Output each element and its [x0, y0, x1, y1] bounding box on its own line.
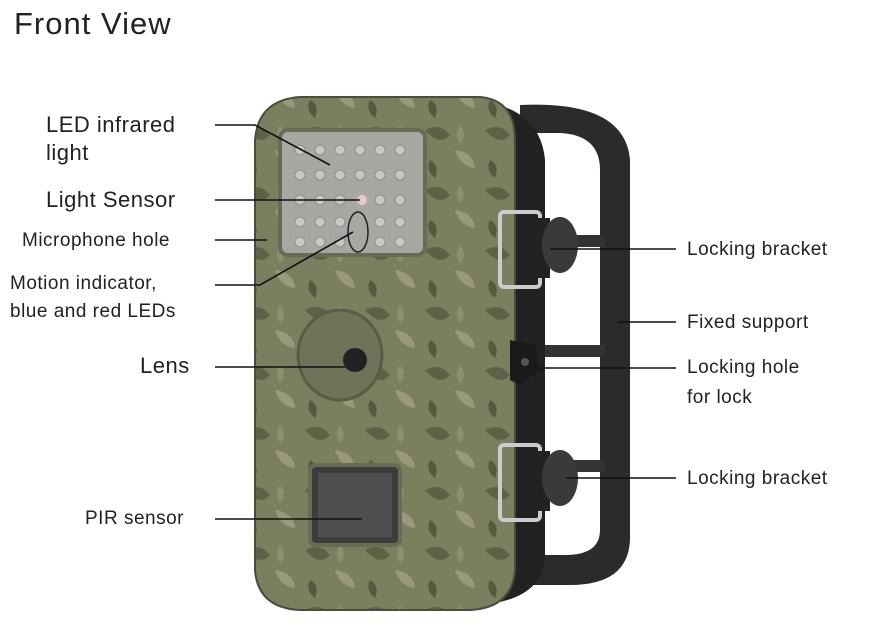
page-title: Front View	[14, 6, 172, 41]
label-line: for lock	[687, 387, 753, 408]
label-fixed-support: Fixed support	[687, 312, 809, 333]
label-motion-indicator: Motion indicator, blue and red LEDs	[10, 270, 176, 326]
label-locking-bracket-bottom: Locking bracket	[687, 468, 828, 489]
label-light-sensor: Light Sensor	[46, 187, 176, 212]
lens-housing	[296, 308, 384, 402]
label-locking-hole: Locking hole for lock	[687, 353, 800, 413]
locking-bracket-top	[498, 210, 578, 289]
lens	[343, 348, 367, 372]
label-line: Locking hole	[687, 357, 800, 378]
light-sensor	[357, 195, 367, 205]
label-line: light	[46, 140, 89, 165]
motion-indicator-ring	[347, 211, 369, 253]
label-pir-sensor: PIR sensor	[85, 508, 184, 529]
label-lens: Lens	[140, 353, 190, 378]
locking-bracket-bottom	[498, 443, 578, 522]
label-line: Motion indicator,	[10, 273, 157, 294]
leader-lines	[215, 124, 676, 520]
label-led-infrared: LED infrared light	[46, 111, 176, 167]
label-line: blue and red LEDs	[10, 301, 176, 322]
label-microphone-hole: Microphone hole	[22, 230, 170, 251]
label-locking-bracket-top: Locking bracket	[687, 239, 828, 260]
label-line: LED infrared	[46, 112, 176, 137]
